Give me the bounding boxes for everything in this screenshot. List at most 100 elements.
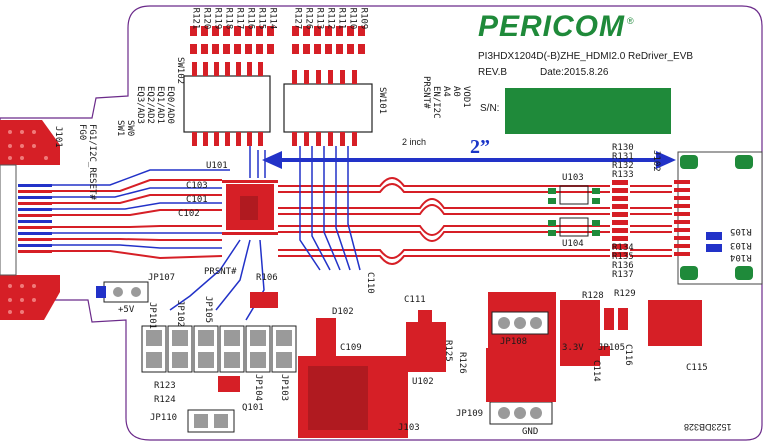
- ref-c101: C101: [186, 195, 208, 205]
- ref-r135: R135: [612, 252, 634, 262]
- power-led: [250, 292, 278, 308]
- series-resistors: [612, 180, 628, 257]
- ref-r125: R125: [443, 340, 453, 362]
- hdmi-out-mount-tl: [680, 155, 698, 169]
- ref-u101: U101: [206, 161, 228, 171]
- hdmi-out-mount-br: [735, 266, 753, 280]
- silk-eq2: EQ2/AD2: [145, 86, 155, 124]
- ref-r131: R131: [612, 152, 634, 162]
- resistor-pads-top: [190, 26, 365, 54]
- ref-r132: R132: [612, 161, 634, 171]
- ref-u104: U104: [562, 239, 584, 249]
- ref-r129: R129: [614, 289, 636, 299]
- sw102-label: SW102: [175, 56, 186, 85]
- ref-r133: R133: [612, 170, 634, 180]
- hdmi-out-blue-pads: [706, 232, 722, 252]
- label-5v: +5V: [118, 305, 135, 315]
- u102-body: [406, 322, 446, 372]
- c115-pad: [648, 300, 702, 346]
- ref-r124: R124: [154, 395, 176, 405]
- ref-r126: R126: [457, 352, 467, 374]
- silk-prsnt: PRSNT#: [421, 76, 431, 109]
- hdmi-out-pins: [674, 180, 690, 256]
- ref-r123: R123: [154, 381, 176, 391]
- ref-r103: R103: [730, 240, 752, 250]
- board-stamp: 1523DB328: [684, 422, 732, 432]
- ref-r105: R105: [730, 226, 752, 236]
- sw102-body: [183, 75, 271, 133]
- gnd-pour: [486, 348, 556, 402]
- ref-r120: R120: [201, 7, 212, 30]
- ref-r106: R106: [256, 273, 278, 283]
- board-date: Date:2015.8.26: [540, 67, 609, 78]
- traces-red: [52, 177, 672, 265]
- ref-r109: R109: [358, 7, 369, 30]
- label-prsnt: PRSNT#: [204, 267, 237, 277]
- sw101-body: [283, 83, 373, 133]
- silk-eq0: EQ0/AD0: [165, 86, 175, 124]
- ref-r111: R111: [336, 7, 347, 30]
- ref-r116: R116: [245, 7, 256, 30]
- hdmi-in-body: [0, 164, 17, 276]
- sn-box: [505, 88, 671, 134]
- silk-fg0: FG0: [77, 124, 87, 141]
- ref-jp101: JP101: [147, 302, 157, 330]
- ref-jp107: JP107: [148, 273, 176, 283]
- ref-c116: C116: [623, 344, 633, 366]
- ref-j102: J102: [651, 150, 661, 172]
- silk-a4: A4: [441, 86, 451, 97]
- ref-r121: R121: [190, 7, 201, 30]
- ref-r110: R110: [347, 7, 358, 30]
- ref-r128: R128: [582, 291, 604, 301]
- ref-r137: R137: [612, 270, 634, 280]
- ref-r112: R112: [325, 7, 336, 30]
- q101: [218, 376, 240, 392]
- board-rev: REV.B: [478, 67, 508, 78]
- u101-pins: [222, 180, 278, 235]
- board-title: PI3HDX1204D(-B)ZHE_HDMI2.0 ReDriver_EVB: [478, 51, 694, 62]
- silk-eq1: EQ1/AD1: [155, 86, 165, 124]
- silk-eni2c: EN/I2C: [431, 86, 441, 119]
- ref-c103: C103: [186, 181, 208, 191]
- label-3v3: 3.3V: [562, 343, 584, 353]
- ref-jp103: JP103: [279, 374, 289, 402]
- hdmi-out-mount-bl: [680, 266, 698, 280]
- ref-r118: R118: [223, 7, 234, 30]
- ref-jp108: JP108: [500, 337, 528, 347]
- ref-jp110: JP110: [150, 413, 178, 423]
- ref-c114: C114: [591, 360, 601, 382]
- ref-r114: R114: [267, 7, 278, 30]
- ref-r126: R126: [303, 7, 314, 30]
- hdmi-in-fingers: [18, 184, 52, 253]
- ref-jp104: JP104: [253, 374, 263, 402]
- ref-r127: R127: [292, 7, 303, 30]
- sw101-label: SW101: [377, 86, 388, 115]
- ref-c110: C110: [365, 272, 375, 294]
- ref-c102: C102: [178, 209, 200, 219]
- hdmi-in-pad-top: [0, 120, 60, 165]
- jp107-body: [103, 281, 149, 303]
- ref-c111: C111: [404, 295, 426, 305]
- brand-logo: PERICOM ®: [478, 10, 634, 44]
- ref-c109: C109: [340, 343, 362, 353]
- ref-c115: C115: [686, 363, 708, 373]
- ref-jp105: JP105: [598, 343, 626, 353]
- ref-u102: U102: [412, 377, 434, 387]
- label-gnd: GND: [522, 427, 539, 437]
- silk-a0: A0: [451, 86, 461, 97]
- silk-fg1: FG1/I2C_RESET#: [87, 124, 97, 200]
- ref-r119: R119: [212, 7, 223, 30]
- ref-j103: J103: [398, 423, 420, 433]
- silk-sw1: SW1: [115, 120, 125, 137]
- ref-u103: U103: [562, 173, 584, 183]
- brand-name: PERICOM: [478, 10, 626, 43]
- hdmi-in-pad-dots: [8, 130, 48, 314]
- ref-jp109: JP109: [456, 409, 484, 419]
- sn-label: S/N:: [480, 103, 500, 114]
- inch-note: 2 inch: [402, 137, 427, 147]
- ref-q101: Q101: [242, 403, 264, 413]
- u103-u104-pins: [548, 188, 600, 236]
- ref-jp102: JP102: [175, 300, 185, 328]
